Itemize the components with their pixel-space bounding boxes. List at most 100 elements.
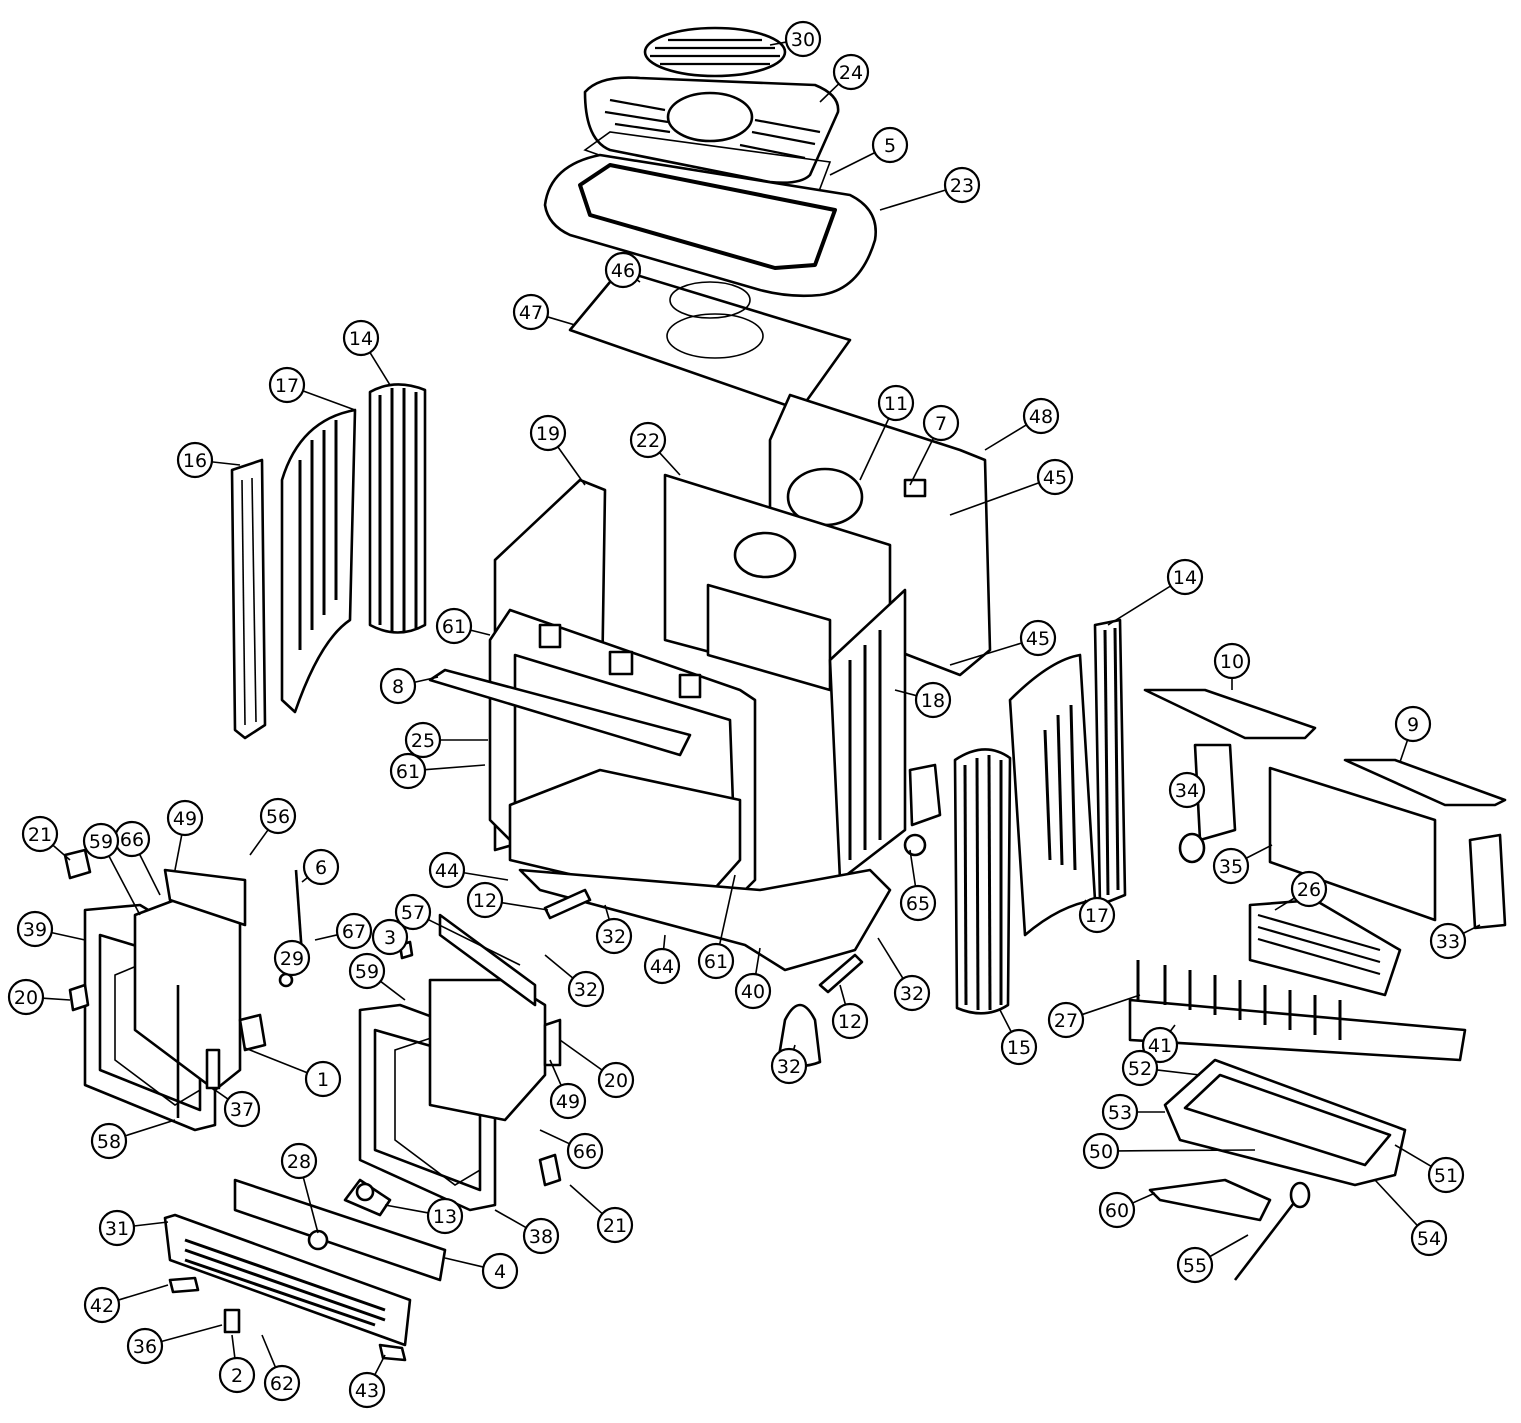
callout-number: 28 xyxy=(287,1151,311,1173)
callout-circle xyxy=(595,917,633,955)
leader-line xyxy=(949,642,1022,666)
callout-circle xyxy=(371,918,409,956)
leader-line xyxy=(231,1334,236,1359)
callout-circle xyxy=(1394,705,1432,743)
callout-part-67: 67 xyxy=(335,912,373,950)
callout-number: 67 xyxy=(342,921,366,943)
callout-part-22: 22 xyxy=(629,421,667,459)
callout-number: 44 xyxy=(650,956,674,978)
callout-part-21: 21 xyxy=(596,1206,634,1244)
leader-line xyxy=(501,901,549,911)
callout-number: 6 xyxy=(315,857,327,879)
callout-part-46: 46 xyxy=(604,251,642,289)
grate-bars xyxy=(1128,960,1467,1062)
leader-line xyxy=(51,931,86,941)
leader-line xyxy=(662,934,666,950)
callout-part-17: 17 xyxy=(268,366,306,404)
leader-line xyxy=(829,151,876,176)
top-frame xyxy=(543,153,878,298)
callout-circle xyxy=(643,947,681,985)
leader-line xyxy=(1399,739,1409,763)
callout-number: 13 xyxy=(433,1206,457,1228)
callout-number: 48 xyxy=(1029,406,1053,428)
callout-number: 5 xyxy=(884,135,896,157)
callout-part-21: 21 xyxy=(21,815,59,853)
callout-part-57: 57 xyxy=(394,893,432,931)
callout-part-56: 56 xyxy=(259,797,297,835)
callout-number: 27 xyxy=(1054,1010,1078,1032)
leader-line xyxy=(909,437,935,486)
callout-circle xyxy=(1166,558,1204,596)
callout-number: 66 xyxy=(573,1141,597,1163)
cover-plate xyxy=(568,268,852,412)
callout-number: 57 xyxy=(401,902,425,924)
leader-line xyxy=(604,904,611,920)
callout-part-54: 54 xyxy=(1410,1219,1448,1257)
callout-circle xyxy=(877,384,915,422)
callout-circle xyxy=(597,1061,635,1099)
leader-line xyxy=(1132,1192,1156,1204)
leader-line xyxy=(302,390,356,411)
leader-line xyxy=(302,1177,319,1234)
callout-part-10: 10 xyxy=(1213,642,1251,680)
callout-part-8: 8 xyxy=(379,667,417,705)
leader-line xyxy=(569,1184,603,1215)
leader-line xyxy=(1394,1144,1432,1168)
callout-circle xyxy=(629,421,667,459)
callout-circle xyxy=(1121,1049,1159,1087)
callout-circle xyxy=(566,1132,604,1170)
callout-part-23: 23 xyxy=(943,166,981,204)
base-bracket-left xyxy=(543,888,592,920)
leader-line xyxy=(174,834,183,871)
air-control-slider xyxy=(307,1178,392,1251)
callout-part-7: 7 xyxy=(922,404,960,442)
callout-part-26: 26 xyxy=(1290,870,1328,908)
callout-part-19: 19 xyxy=(529,414,567,452)
leader-line xyxy=(261,1334,277,1368)
callout-part-34: 34 xyxy=(1168,771,1206,809)
callout-number: 32 xyxy=(777,1056,801,1078)
hinge-bracket-top xyxy=(63,848,92,880)
callout-part-16: 16 xyxy=(176,441,214,479)
callout-number: 16 xyxy=(183,450,207,472)
callout-part-14: 14 xyxy=(342,319,380,357)
callout-number: 12 xyxy=(473,890,497,912)
callout-part-61: 61 xyxy=(435,607,473,645)
callout-number: 20 xyxy=(604,1070,628,1092)
callout-number: 26 xyxy=(1297,879,1321,901)
leader-line xyxy=(859,418,890,481)
callout-circle xyxy=(734,972,772,1010)
callout-number: 39 xyxy=(23,919,47,941)
callout-part-30: 30 xyxy=(784,20,822,58)
leader-line xyxy=(118,1284,169,1301)
right-side-trim xyxy=(1093,618,1127,907)
callout-number: 47 xyxy=(519,302,543,324)
callout-circle xyxy=(1000,1028,1038,1066)
callout-part-65: 65 xyxy=(899,884,937,922)
callout-part-28: 28 xyxy=(280,1142,318,1180)
left-side-trim xyxy=(230,458,267,740)
leader-line xyxy=(414,676,439,684)
callout-number: 7 xyxy=(935,413,947,435)
callout-number: 58 xyxy=(97,1131,121,1153)
callout-part-44: 44 xyxy=(428,851,466,889)
callout-number: 8 xyxy=(392,676,404,698)
callout-circle xyxy=(522,1217,560,1255)
leader-line xyxy=(211,461,241,466)
callout-number: 32 xyxy=(900,983,924,1005)
callout-part-20: 20 xyxy=(7,978,45,1016)
callout-part-1: 1 xyxy=(304,1060,342,1098)
callout-circle xyxy=(1176,1246,1214,1284)
callout-circle xyxy=(784,20,822,58)
firebox-floor xyxy=(508,768,742,907)
callout-number: 9 xyxy=(1407,714,1419,736)
callout-part-17: 17 xyxy=(1078,896,1116,934)
callout-part-45: 45 xyxy=(1019,619,1057,657)
callout-number: 49 xyxy=(173,808,197,830)
callout-part-49: 49 xyxy=(549,1082,587,1120)
right-deflector xyxy=(1468,833,1507,930)
leader-line xyxy=(894,689,917,697)
callout-part-33: 33 xyxy=(1429,922,1467,960)
